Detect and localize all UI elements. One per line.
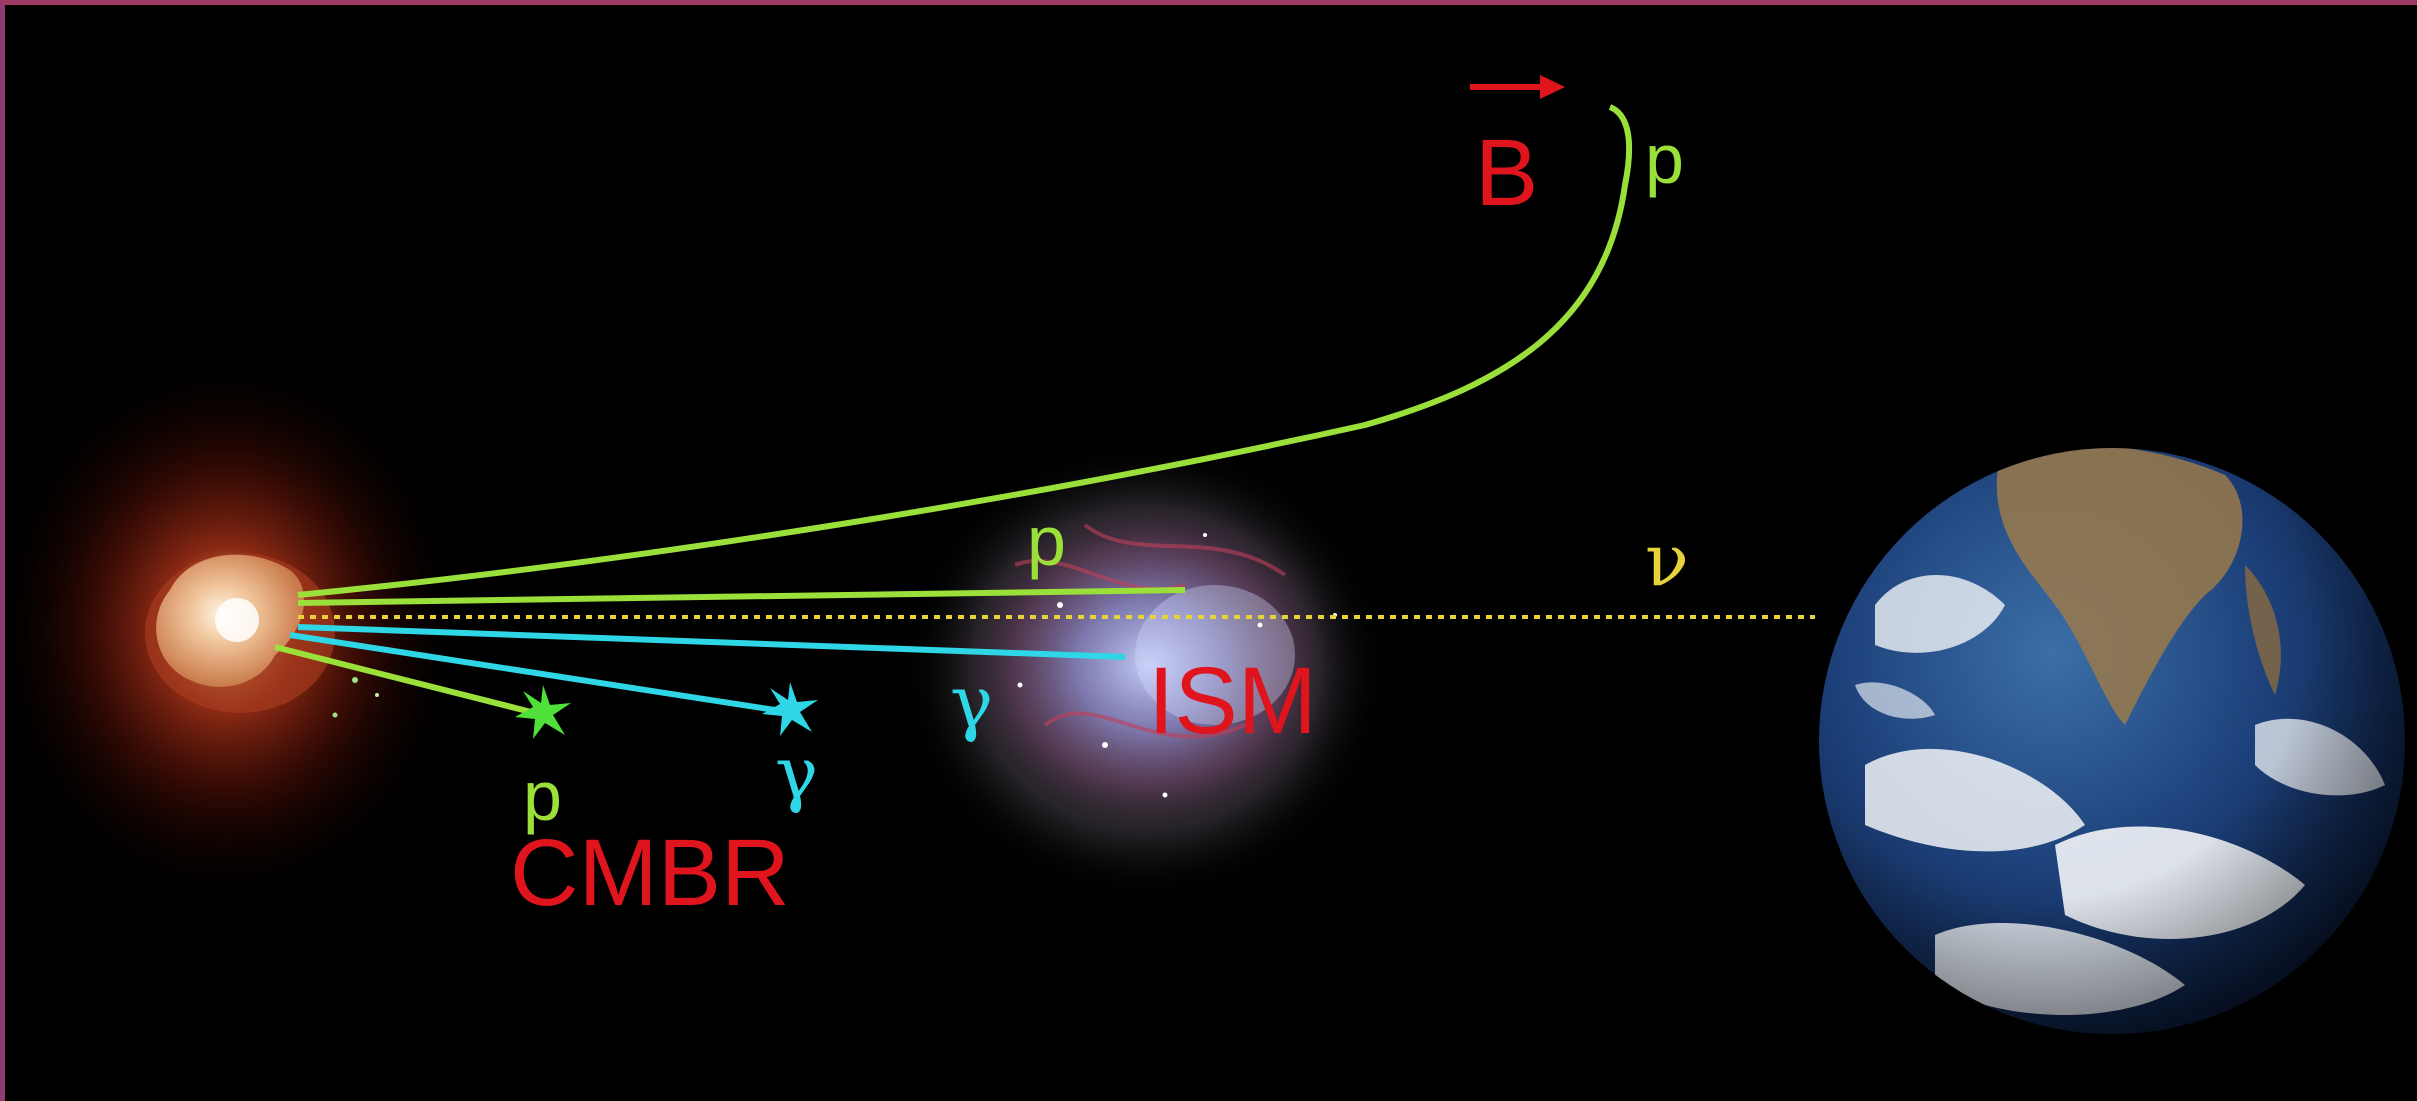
- photon-cmbr-path: [289, 632, 776, 713]
- neutrino-label: ν: [1645, 518, 1689, 602]
- photon-cmbr-label: γ: [775, 731, 818, 815]
- ism-label: ISM: [1148, 648, 1317, 754]
- b-field-arrow: [1470, 75, 1565, 99]
- photon-ism-label: γ: [950, 660, 993, 744]
- photon-ism-path: [297, 624, 1126, 660]
- proton-curved-path: [297, 104, 1633, 598]
- proton-cmbr-path: [274, 644, 536, 716]
- earth: [1819, 448, 2405, 1034]
- cmbr-label: CMBR: [510, 820, 790, 926]
- diagram-canvas: B p p ν γ ISM p γ CMBR: [5, 75, 2405, 1034]
- proton-curved-label: p: [1645, 120, 1684, 198]
- galaxy-source: [5, 355, 462, 905]
- trajectories: [274, 104, 1815, 716]
- proton-cmbr-interaction-icon: [515, 685, 571, 739]
- photon-cmbr-interaction-icon: [762, 682, 818, 736]
- b-field-label: B: [1475, 120, 1538, 226]
- proton-cmbr-label: p: [523, 757, 562, 835]
- ism-nebula: [900, 440, 1390, 900]
- proton-straight-label: p: [1027, 502, 1066, 580]
- proton-straight-path: [297, 587, 1186, 606]
